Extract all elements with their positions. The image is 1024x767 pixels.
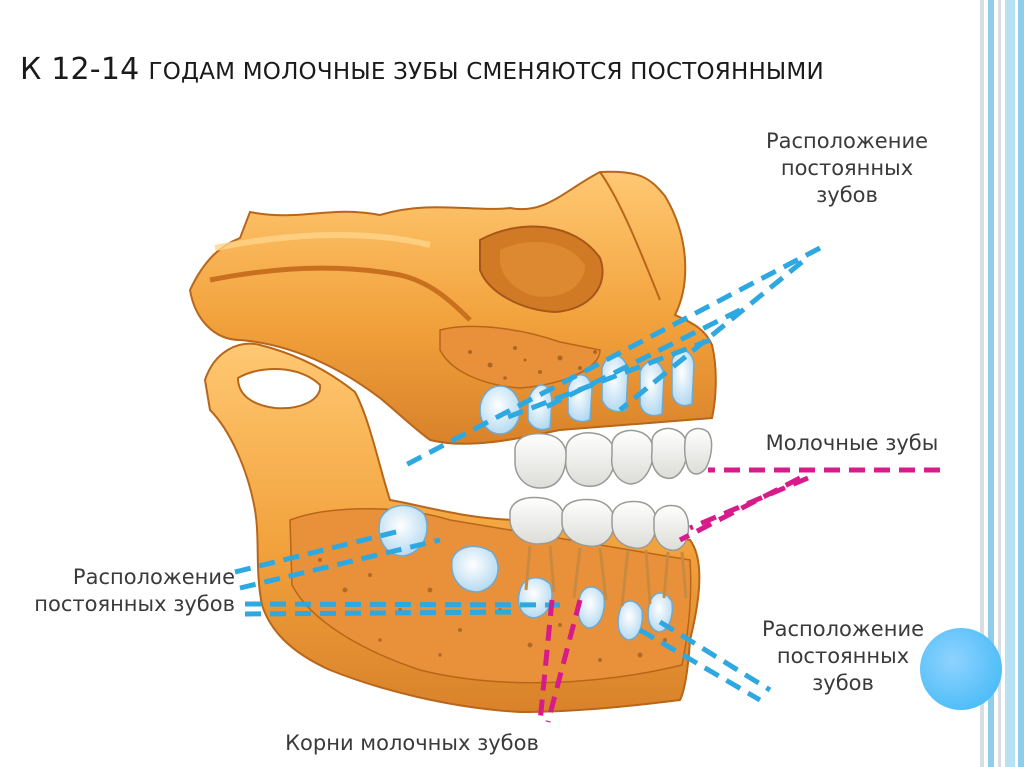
label-milk-teeth: Молочные зубы <box>752 430 952 457</box>
leader-lines-pink <box>537 467 940 723</box>
label-lower-right-permanent-line-1: Расположение <box>761 617 925 641</box>
label-lower-right-permanent-line-3: зубов <box>812 671 874 695</box>
label-milk-roots-text: Корни молочных зубов <box>285 731 539 755</box>
label-upper-permanent: Расположение постоянных зубов <box>752 128 942 209</box>
milk-tooth-roots <box>524 545 688 607</box>
label-milk-teeth-text: Молочные зубы <box>765 431 939 455</box>
lower-milk-teeth <box>509 496 690 552</box>
slide-title: К 12-14 годам молочные зубы сменяются по… <box>20 52 980 87</box>
slide-title-lead: К 12-14 <box>20 52 140 87</box>
leader-lines-blue <box>234 245 822 703</box>
decorative-side-stripes <box>980 0 1024 767</box>
label-lower-right-permanent: Расположение постоянных зубов <box>748 616 938 697</box>
label-lower-right-permanent-line-2: постоянных <box>776 644 910 668</box>
decorative-blue-circle <box>920 628 1002 710</box>
label-upper-permanent-line-3: зубов <box>816 183 878 207</box>
slide-title-rest: годам молочные зубы сменяются постоянным… <box>148 59 824 85</box>
label-upper-permanent-line-2: постоянных <box>780 156 914 180</box>
label-upper-permanent-line-1: Расположение <box>765 129 929 153</box>
label-left-permanent-line-1: Расположение <box>72 565 235 589</box>
upper-milk-teeth <box>514 427 713 489</box>
label-left-permanent: Расположение постоянных зубов <box>10 564 235 618</box>
label-milk-roots: Корни молочных зубов <box>262 730 562 757</box>
lower-permanent-tooth-buds <box>378 504 674 641</box>
upper-permanent-tooth-buds <box>479 350 695 435</box>
label-left-permanent-line-2: постоянных зубов <box>34 592 235 616</box>
